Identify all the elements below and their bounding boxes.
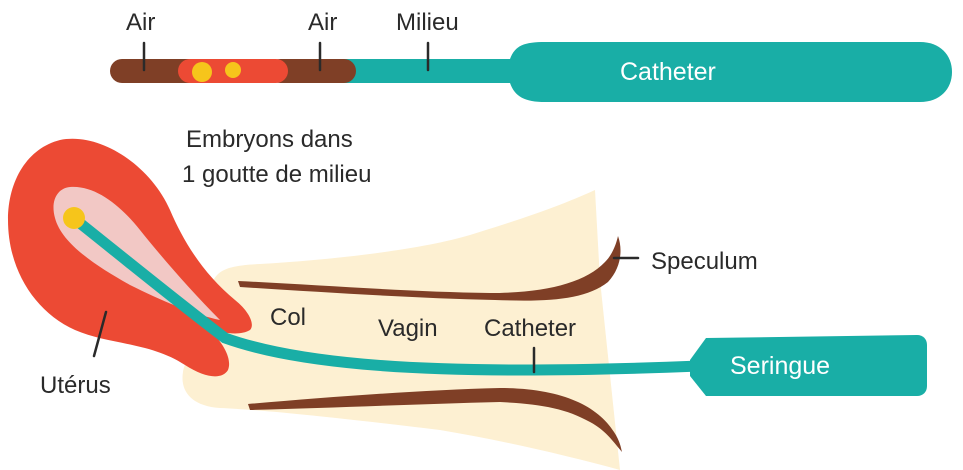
uterine-cavity: [53, 186, 220, 320]
catheter-inner-label: Catheter: [484, 315, 576, 342]
speculum-lower-blade: [248, 388, 622, 452]
air-segment-left: [110, 59, 200, 83]
air-right-label: Air: [308, 9, 337, 36]
catheter-hub-label: Catheter: [620, 58, 716, 86]
embryo-dot-1: [192, 62, 212, 82]
col-label: Col: [270, 304, 306, 331]
air-left-label: Air: [126, 9, 155, 36]
syringe-body: [690, 335, 927, 396]
speculum-label: Speculum: [651, 248, 758, 275]
catheter-path: [70, 214, 706, 376]
embryo-dot-uterus: [63, 207, 85, 229]
catheter-hub: [510, 42, 952, 102]
embryo-dot-2: [225, 62, 241, 78]
catheter-loading-diagram: Air Air Milieu Catheter: [110, 9, 952, 102]
vagin-label: Vagin: [378, 315, 438, 342]
uterus-label: Utérus: [40, 372, 111, 399]
embryos-label-line1: Embryons dans: [186, 126, 353, 153]
milieu-label: Milieu: [396, 9, 459, 36]
seringue-label: Seringue: [730, 352, 830, 380]
embryos-label-line2: 1 goutte de milieu: [182, 161, 371, 188]
transfer-anatomy-diagram: Seringue Embryons dans 1 goutte de milie…: [8, 126, 927, 470]
air-segment-right: [268, 59, 356, 83]
uterus-leader: [92, 310, 108, 358]
speculum-upper-blade: [238, 236, 621, 301]
